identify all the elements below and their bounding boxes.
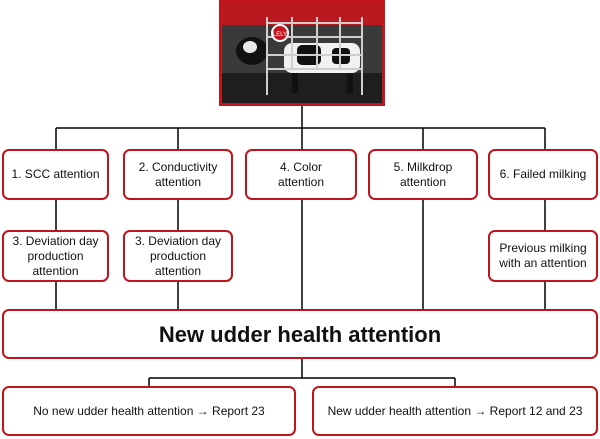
box-label: 6. Failed milking bbox=[499, 167, 587, 181]
box-label: with an attention bbox=[499, 256, 587, 270]
box-label: 1. SCC attention bbox=[11, 167, 100, 181]
outcome-label: No new udder health attention → Report 2… bbox=[33, 403, 265, 418]
deviation-day-production-box-2: 3. Deviation day production attention bbox=[123, 230, 233, 282]
milking-robot-image: LELY bbox=[222, 3, 382, 103]
box-label: 3. Deviation day bbox=[12, 233, 99, 248]
failed-milking-box: 6. Failed milking bbox=[488, 149, 598, 200]
box-label: 3. Deviation day bbox=[134, 233, 222, 248]
milking-robot-photo: LELY bbox=[219, 0, 385, 106]
no-new-attention-outcome-box: No new udder health attention → Report 2… bbox=[2, 386, 296, 436]
box-label: attention bbox=[399, 174, 447, 189]
box-label: Previous milking bbox=[499, 241, 587, 255]
box-label: attention bbox=[154, 174, 202, 189]
previous-milking-attention-box: Previous milking with an attention bbox=[488, 230, 598, 282]
new-attention-outcome-box: New udder health attention → Report 12 a… bbox=[312, 386, 598, 436]
box-label: 5. Milkdrop bbox=[393, 159, 453, 174]
box-label: 4. Color bbox=[279, 159, 322, 174]
color-attention-box: 4. Color attention bbox=[245, 149, 357, 200]
box-label: attention bbox=[154, 263, 202, 278]
new-udder-health-attention-box: New udder health attention bbox=[2, 309, 598, 359]
brand-badge-text: LELY bbox=[273, 32, 287, 38]
box-label: 2. Conductivity bbox=[138, 159, 218, 174]
box-label: production bbox=[149, 248, 207, 263]
outcome-label: New udder health attention → Report 12 a… bbox=[327, 403, 583, 418]
box-label: production bbox=[27, 248, 84, 263]
main-box-label: New udder health attention bbox=[158, 321, 442, 347]
scc-attention-box: 1. SCC attention bbox=[2, 149, 109, 200]
box-label: attention bbox=[32, 263, 79, 278]
box-label: attention bbox=[277, 174, 325, 189]
conductivity-attention-box: 2. Conductivity attention bbox=[123, 149, 233, 200]
milkdrop-attention-box: 5. Milkdrop attention bbox=[368, 149, 478, 200]
deviation-day-production-box-1: 3. Deviation day production attention bbox=[2, 230, 109, 282]
